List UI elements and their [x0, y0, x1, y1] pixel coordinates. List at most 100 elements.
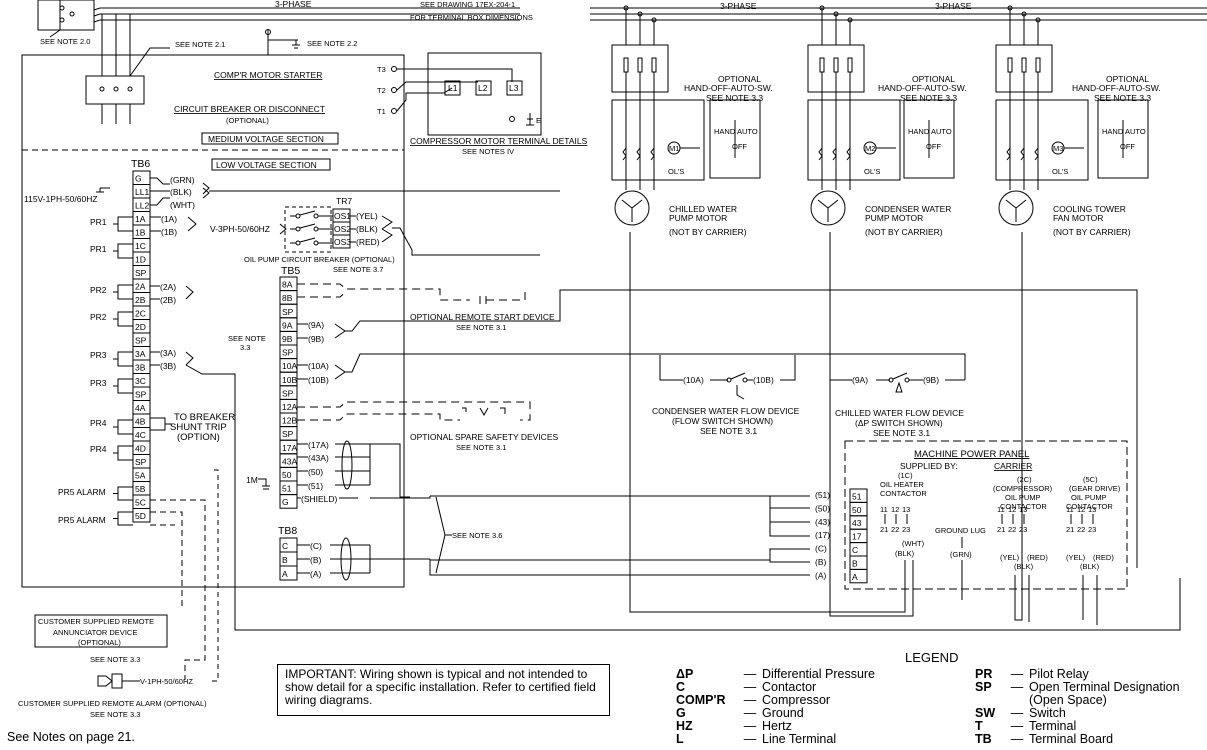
tb6-terminal-ll1: LL1 — [135, 187, 149, 197]
contactor-terminal: 12 — [1008, 505, 1016, 514]
motor-starter-enclosure: COMP'R MOTOR STARTER CIRCUIT BREAKER OR … — [21, 54, 405, 588]
mpp-wire-label: (17) — [815, 530, 830, 540]
fuse — [833, 57, 839, 73]
pump-starter-box — [995, 99, 1089, 181]
tb8-terminal-b: B — [282, 555, 288, 565]
bus-tap — [1007, 5, 1013, 11]
relay-contact — [117, 216, 133, 232]
legend-dash: — — [1010, 680, 1024, 694]
not-by-carrier: (NOT BY CARRIER) — [669, 227, 747, 237]
bus-tap — [623, 5, 629, 11]
legend-dash: — — [1010, 732, 1024, 746]
legend-definition: Differential Pressure — [762, 667, 876, 681]
legend-row: ΔP—Differential Pressure — [676, 668, 875, 681]
hoa-optional: OPTIONAL — [912, 74, 955, 84]
pilot-relay-label: PR3 — [90, 378, 107, 388]
svg-text:(OPTION): (OPTION) — [177, 432, 220, 443]
relay-contact — [117, 243, 133, 259]
svg-text:(10A): (10A) — [683, 375, 704, 385]
relay-contact — [117, 351, 133, 367]
svg-text:SEE NOTE 3.1: SEE NOTE 3.1 — [700, 426, 757, 436]
tb6-terminal-1d: 1D — [135, 255, 146, 265]
svg-text:(5C): (5C) — [1083, 475, 1098, 484]
bus-tap — [1035, 17, 1041, 23]
flow-devices: (10A) (10B) CONDENSER WATER FLOW DEVICE … — [652, 355, 965, 438]
pump-motor — [810, 190, 846, 226]
contactor-terminal: 13 — [1019, 505, 1027, 514]
legend-row: L—Line Terminal — [676, 733, 875, 746]
legend-symbol: TB — [975, 732, 992, 746]
motor-coil-label: M1 — [669, 144, 679, 153]
contactor-terminal: 22 — [891, 525, 899, 534]
contact — [1020, 147, 1025, 161]
three-phase-label-left: 3-PHASE — [275, 0, 312, 9]
svg-text:(BLK): (BLK) — [1014, 562, 1034, 571]
svg-text:(10B): (10B) — [308, 375, 329, 385]
drawing-ref-line2: FOR TERMINAL BOX DIMENSIONS — [410, 13, 533, 22]
svg-text:(3A): (3A) — [160, 348, 176, 358]
pump-motor — [998, 190, 1034, 226]
compressor-motor-terminal-details: T3 T2 T1 L1 L2 L3 E COMPRESSOR MOTOR TER… — [377, 52, 588, 156]
svg-text:(10B): (10B) — [753, 375, 774, 385]
tb6-terminal-g: G — [135, 174, 142, 184]
legend-symbol: T — [975, 719, 983, 733]
pump-motor-label: PUMP MOTOR — [669, 213, 727, 223]
remote-annunciator: CUSTOMER SUPPLIED REMOTE ANNUNCIATOR DEV… — [18, 614, 207, 719]
legend-definition: Contactor — [762, 680, 817, 694]
mpp-wire-label: (43) — [815, 517, 830, 527]
hoa-hand: HAND — [908, 127, 930, 136]
hoa-switch-box — [1097, 99, 1149, 179]
mpp-wire-label: (50) — [815, 503, 830, 513]
pilot-relay-label: PR1 — [90, 244, 107, 254]
svg-text:(9B): (9B) — [923, 375, 939, 385]
see-note-2-2: SEE NOTE 2.2 — [307, 39, 357, 48]
svg-text:SEE NOTE 3.7: SEE NOTE 3.7 — [333, 265, 383, 274]
contactor-terminal: 23 — [902, 525, 910, 534]
hoa-hand: HAND — [714, 127, 736, 136]
hoa-note: SEE NOTE 3.3 — [706, 93, 763, 103]
relay-contact — [117, 378, 133, 394]
legend-row: SW—Switch — [975, 707, 1180, 720]
tb6-terminal-5d: 5D — [135, 511, 146, 521]
legend-definition: Line Terminal — [762, 732, 837, 746]
tb5-terminal-board: TB5 8A8BSP9A9BSP10A10BSP12A12BSP17A43A50… — [228, 265, 1138, 568]
tb8-terminal-board: TB8 CBA (C) (B) (A) SEE NOTE 3.6 — [278, 496, 502, 581]
bus-tap — [833, 11, 839, 17]
svg-text:(WHT): (WHT) — [170, 200, 195, 210]
legend-definition: Switch — [1029, 706, 1066, 720]
svg-text:SEE NOTE: SEE NOTE — [228, 334, 266, 343]
legend-symbol: PR — [975, 667, 993, 681]
svg-text:SEE NOTE 3.6: SEE NOTE 3.6 — [452, 531, 502, 540]
mpp-terminal-a: A — [852, 572, 858, 582]
tr7-power-label: V-3PH-50/60HZ — [210, 224, 270, 234]
svg-text:OIL HEATER: OIL HEATER — [880, 480, 924, 489]
legend-row: TB—Terminal Board — [975, 733, 1180, 746]
svg-text:(RED): (RED) — [1093, 553, 1114, 562]
pilot-relay-label: PR2 — [90, 285, 107, 295]
low-voltage-label: LOW VOLTAGE SECTION — [216, 160, 317, 170]
hoa-optional: OPTIONAL — [1106, 74, 1149, 84]
legend-row: C—Contactor — [676, 681, 875, 694]
tb5-terminal-12a: 12A — [282, 402, 297, 412]
tb8-terminal-c: C — [282, 541, 288, 551]
fuse — [637, 57, 643, 73]
legend-row: PR—Pilot Relay — [975, 668, 1180, 681]
hoa-off: OFF — [732, 142, 747, 151]
fuse — [819, 57, 825, 73]
tb6-terminal-4c: 4C — [135, 430, 146, 440]
motor-coil-label: M2 — [865, 144, 875, 153]
contactor-terminal: 21 — [997, 525, 1005, 534]
fuse — [651, 57, 657, 73]
pump-motor-label: CHILLED WATER — [669, 204, 737, 214]
pilot-relay-label: PR1 — [90, 217, 107, 227]
legend-dash: — — [1010, 706, 1024, 720]
legend-row: G—Ground — [676, 707, 875, 720]
svg-text:T1: T1 — [377, 107, 386, 116]
legend-definition: Terminal — [1029, 719, 1077, 733]
legend-symbol: ΔP — [676, 667, 694, 681]
fuse — [1021, 57, 1027, 73]
hoa-auto: AUTO — [1125, 127, 1146, 136]
main-three-phase-bus: 3-PHASE SEE NOTE 2.0 SEE NOTE 2.1 SEE NO… — [37, 0, 533, 124]
